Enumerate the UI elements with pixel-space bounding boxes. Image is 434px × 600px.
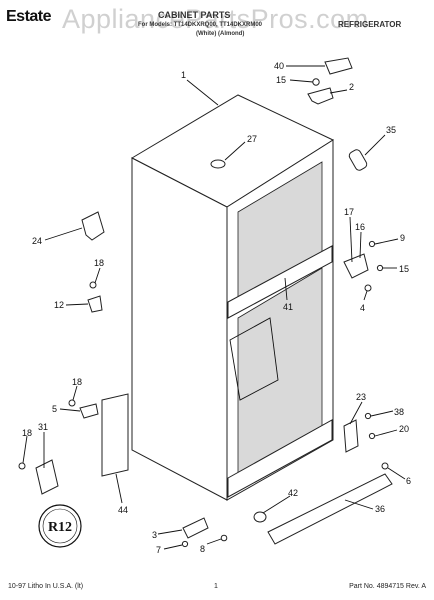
screw-7 [181, 540, 189, 548]
screw-18-b [68, 399, 76, 407]
callout-9: 9 [400, 233, 405, 243]
screw-8 [220, 534, 228, 542]
toe-grille-36 [267, 473, 393, 545]
callout-15-mid: 15 [399, 264, 409, 274]
screw-15-mid [376, 264, 384, 272]
inner-liner-step [229, 317, 279, 401]
plate-5 [79, 403, 99, 419]
callout-23: 23 [356, 392, 366, 402]
callout-40: 40 [274, 61, 284, 71]
footer-page-number: 1 [214, 583, 218, 590]
bottom-rail [227, 419, 333, 498]
leader-lines [22, 65, 406, 550]
foot-42 [253, 511, 267, 523]
callout-12: 12 [54, 300, 64, 310]
callout-17: 17 [344, 207, 354, 217]
cabinet-left-side [131, 157, 228, 501]
screw-38 [364, 412, 372, 420]
callout-5: 5 [52, 404, 57, 414]
callout-3: 3 [152, 530, 157, 540]
hinge-cover-40 [324, 57, 353, 75]
screw-20 [368, 432, 376, 440]
callout-24: 24 [32, 236, 42, 246]
callout-8: 8 [200, 544, 205, 554]
callout-6: 6 [406, 476, 411, 486]
callout-44: 44 [118, 505, 128, 515]
callout-35: 35 [386, 125, 396, 135]
screw-18-a [89, 281, 97, 289]
section-title: REFRIGERATOR [338, 20, 402, 29]
center-hinge-16-17 [343, 253, 369, 279]
svg-text:R12: R12 [48, 520, 72, 535]
callout-36: 36 [375, 504, 385, 514]
callout-20: 20 [399, 424, 409, 434]
model-line: For Models: TT14DKXRQ00, TT14DKXRM00 [138, 22, 263, 28]
variant-line: (White) (Almond) [196, 31, 245, 37]
callout-42: 42 [288, 488, 298, 498]
cabinet-body [130, 94, 335, 501]
callout-18-a: 18 [94, 258, 104, 268]
top-hinge-2 [307, 87, 334, 105]
screw-15-top [312, 78, 320, 86]
callout-27: 27 [247, 134, 257, 144]
callout-2: 2 [349, 82, 354, 92]
clip-12 [87, 295, 103, 313]
r12-badge: R12 [38, 504, 82, 548]
footer-part-number: Part No. 4894715 Rev. A [349, 583, 426, 590]
callout-1: 1 [181, 70, 186, 80]
callout-7: 7 [156, 545, 161, 555]
callout-31: 31 [38, 422, 48, 432]
callout-16: 16 [355, 222, 365, 232]
callout-15-top: 15 [276, 75, 286, 85]
footer-litho: 10-97 Litho In U.S.A. (lt) [8, 583, 84, 590]
callout-41: 41 [283, 302, 293, 312]
side-bracket-44 [101, 393, 129, 477]
divider-mullion [227, 245, 333, 319]
screw-6 [381, 462, 389, 470]
callout-38: 38 [394, 407, 404, 417]
bracket-24 [81, 211, 105, 241]
screw-18-c [18, 462, 26, 470]
leveler-3 [182, 517, 209, 539]
cover-31 [35, 459, 59, 495]
screw-9 [368, 240, 376, 248]
callout-18-b: 18 [72, 377, 82, 387]
grommet-27 [210, 159, 226, 169]
watermark: AppliancePartsPros.com [62, 4, 369, 34]
screw-4 [364, 284, 372, 292]
callout-4: 4 [360, 303, 365, 313]
callout-18-c: 18 [22, 428, 32, 438]
top-hinge-pin-35 [348, 149, 368, 171]
brand-logo: Estate [6, 8, 52, 25]
page-title: CABINET PARTS [158, 10, 231, 20]
hinge-23 [343, 419, 359, 453]
